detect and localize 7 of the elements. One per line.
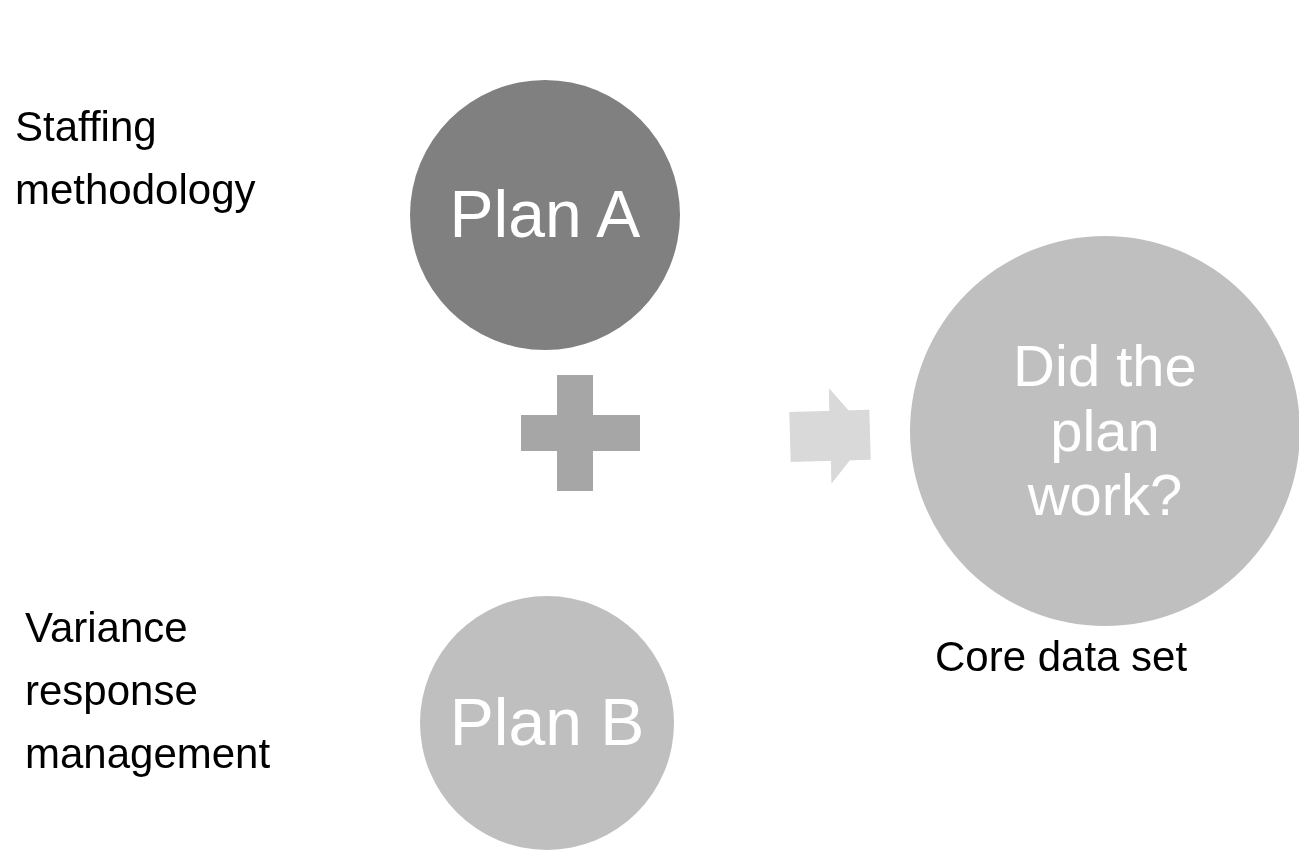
side-caption: Core data set: [935, 632, 1189, 682]
side-caption: Staffing methodology: [15, 102, 257, 215]
node-label: Did the plan work?: [1012, 333, 1198, 529]
node-label: Plan B: [448, 686, 646, 760]
side-caption: Variance response management: [25, 603, 272, 779]
node-label: Plan A: [448, 178, 642, 252]
block-arrow: [789, 387, 871, 484]
